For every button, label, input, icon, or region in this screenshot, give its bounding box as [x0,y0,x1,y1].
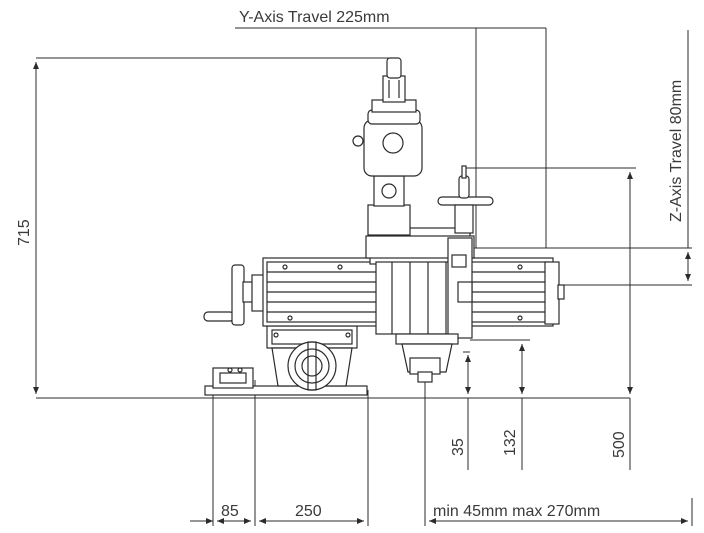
width-85-label: 85 [221,503,239,520]
dim-132-label: 132 [502,429,519,456]
drawbar [382,75,406,103]
min-max-label: min 45mm max 270mm [433,503,601,520]
dimension-lines [33,27,693,526]
milling-machine [203,57,565,396]
x-handwheel [231,264,245,326]
height-715-label: 715 [16,219,33,246]
width-250-label: 250 [295,503,322,520]
z-axis-travel-label: Z-Axis Travel 80mm [668,79,685,222]
dim-35-label: 35 [450,438,467,456]
x-handle [203,311,235,322]
motor-lower [367,204,411,236]
y-axis-travel-label: Y-Axis Travel 225mm [239,9,390,26]
dim-500-label: 500 [611,431,628,458]
